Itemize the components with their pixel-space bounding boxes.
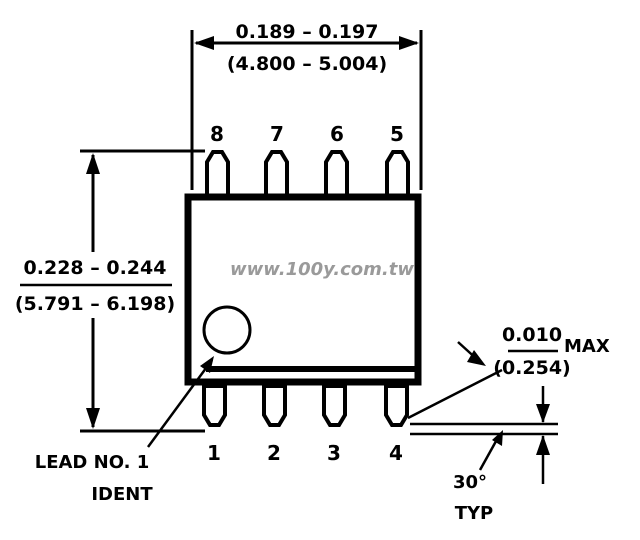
angle-typ: TYP (455, 503, 494, 524)
pin-label-6: 6 (330, 122, 344, 146)
body-outline (184, 193, 422, 386)
thickness-inch: 0.010 (502, 324, 562, 346)
pin1-ident-dot (202, 305, 252, 355)
pin-label-8: 8 (210, 122, 224, 146)
lead-ident-callout: LEAD NO. 1 IDENT (35, 356, 214, 505)
ident-leader-arrow (200, 356, 214, 373)
thickness-arrow-bottom (536, 435, 550, 455)
lead-6 (324, 150, 349, 199)
lead-thickness-dimension (410, 386, 558, 484)
angle-value: 30° (453, 472, 487, 493)
lead-7 (264, 150, 289, 199)
top-leads (205, 150, 410, 199)
side-dim-mm: (5.791 – 6.198) (15, 293, 175, 315)
side-dimension: 0.228 – 0.244 (5.791 – 6.198) (15, 149, 205, 433)
pin-label-5: 5 (390, 122, 404, 146)
thickness-max: MAX (564, 336, 610, 357)
side-dim-inch: 0.228 – 0.244 (24, 257, 167, 279)
package-body (184, 193, 422, 386)
body-bottom-ledge (206, 366, 418, 372)
top-dim-inch: 0.189 – 0.197 (236, 21, 379, 43)
lead-angle-callout: 30° TYP (453, 430, 503, 524)
lead-4 (384, 384, 409, 427)
ident-label-line2: IDENT (91, 484, 153, 505)
side-dim-arrow-bottom (86, 408, 100, 429)
lead-1 (202, 384, 227, 427)
thickness-arrow-top (536, 404, 550, 423)
lead-5 (385, 150, 410, 199)
ident-label-line1: LEAD NO. 1 (35, 452, 150, 473)
watermark-text: www.100y.com.tw (230, 259, 414, 280)
lead-2 (262, 384, 287, 427)
thickness-leader-line (407, 368, 503, 420)
side-dim-arrow-top (86, 153, 100, 174)
angle-leader-arrow (492, 430, 503, 446)
pin-label-7: 7 (270, 122, 284, 146)
top-dim-arrow-left (194, 36, 214, 50)
top-dimension: 0.189 – 0.197 (4.800 – 5.004) (190, 21, 423, 190)
bottom-leads (202, 384, 409, 427)
lead-thickness-callout: 0.010 (0.254) MAX (407, 324, 610, 420)
pin-label-1: 1 (207, 441, 221, 465)
top-dim-arrow-right (399, 36, 419, 50)
thickness-leader-tail (457, 341, 481, 363)
pin-label-3: 3 (327, 441, 341, 465)
lead-8 (205, 150, 230, 199)
pin-label-4: 4 (389, 441, 403, 465)
thickness-mm: (0.254) (493, 357, 570, 379)
top-dim-mm: (4.800 – 5.004) (227, 53, 387, 75)
lead-3 (322, 384, 347, 427)
pin-label-2: 2 (267, 441, 281, 465)
ident-leader-line (146, 359, 214, 448)
